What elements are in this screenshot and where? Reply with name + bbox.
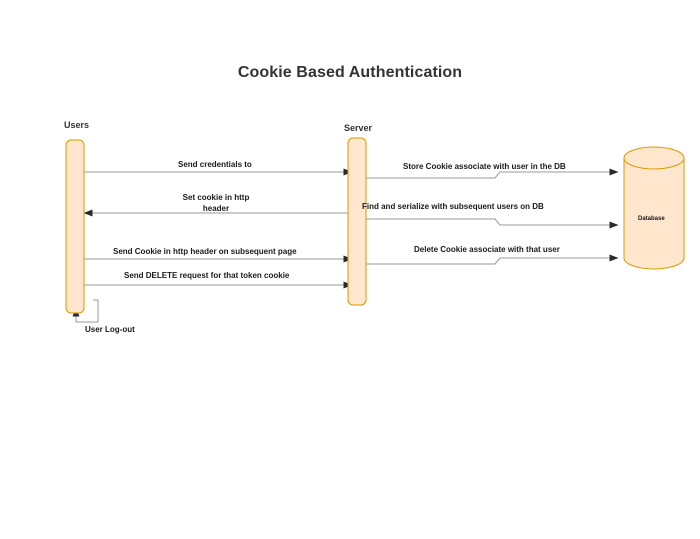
message-label-send-delete-request: Send DELETE request for that token cooki…	[124, 271, 290, 280]
message-label-set-cookie-line1: Set cookie in http	[182, 193, 250, 202]
message-line-store-cookie	[362, 168, 619, 179]
message-line-find-serialize	[362, 218, 619, 229]
page-title: Cookie Based Authentication	[237, 64, 463, 81]
message-label-store-cookie: Store Cookie associate with user in the …	[403, 162, 566, 171]
message-label-send-cookie-subsequent: Send Cookie in http header on subsequent…	[113, 247, 297, 256]
lifeline-label-server: Server	[344, 123, 373, 133]
lifeline-label-users: Users	[64, 120, 90, 130]
message-line-delete-cookie	[362, 254, 619, 265]
lifeline-bar-users[interactable]	[65, 139, 85, 314]
database-label: Database	[638, 216, 665, 222]
message-label-set-cookie-line2: header	[202, 204, 230, 213]
message-line-user-logout-selfloop	[72, 299, 99, 323]
database-body	[623, 157, 685, 270]
message-label-set-cookie: Set cookie in http header	[178, 192, 254, 214]
message-label-user-logout: User Log-out	[85, 325, 135, 334]
message-label-send-credentials: Send credentials to	[178, 160, 252, 169]
message-label-delete-cookie: Delete Cookie associate with that user	[414, 245, 560, 254]
database-top-ellipse	[623, 146, 685, 170]
database-cylinder[interactable]	[623, 146, 685, 270]
lifeline-bar-server[interactable]	[347, 137, 367, 306]
message-label-find-serialize: Find and serialize with subsequent users…	[362, 202, 544, 211]
